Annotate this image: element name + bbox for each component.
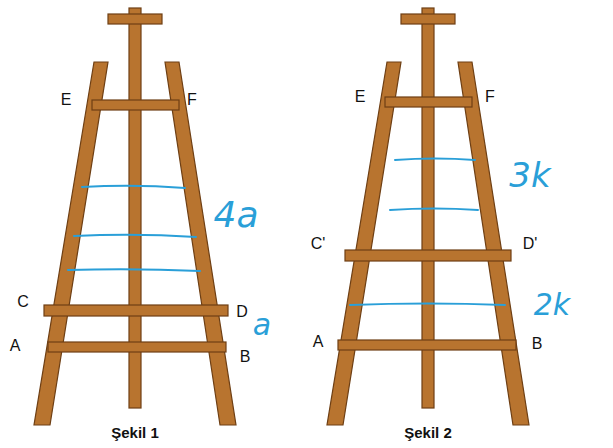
bar-ef xyxy=(92,100,179,110)
blue-line xyxy=(68,269,200,271)
right-leg xyxy=(458,62,529,425)
right-leg xyxy=(165,62,236,425)
point-label: C' xyxy=(311,236,326,252)
length-note: 3k xyxy=(509,158,550,192)
bar-cd xyxy=(345,250,511,261)
point-label: C xyxy=(17,294,29,310)
blue-line xyxy=(74,235,196,237)
length-note: 2k xyxy=(534,290,570,320)
left-leg xyxy=(327,62,401,425)
length-note: 4a xyxy=(214,197,259,233)
bar-ef xyxy=(385,97,472,107)
blue-line xyxy=(390,209,478,211)
point-label: A xyxy=(313,334,324,350)
point-label: D xyxy=(236,304,248,320)
bar-ab xyxy=(48,342,226,352)
point-label: D' xyxy=(523,236,538,252)
figure-caption: Şekil 1 xyxy=(111,425,159,440)
length-note: a xyxy=(253,310,271,340)
bar-cd xyxy=(44,305,228,316)
point-label: F xyxy=(187,92,197,108)
point-label: A xyxy=(10,338,21,354)
top-cross xyxy=(401,14,455,24)
bar-ab xyxy=(338,340,516,350)
point-label: B xyxy=(240,349,251,365)
left-leg xyxy=(34,62,108,425)
blue-line xyxy=(350,304,505,306)
blue-line xyxy=(82,186,185,188)
point-label: B xyxy=(532,336,543,352)
point-label: F xyxy=(485,89,495,105)
figure-caption: Şekil 2 xyxy=(404,425,452,440)
point-label: E xyxy=(61,92,72,108)
blue-line xyxy=(395,159,475,161)
top-cross xyxy=(108,14,162,24)
point-label: E xyxy=(355,89,366,105)
